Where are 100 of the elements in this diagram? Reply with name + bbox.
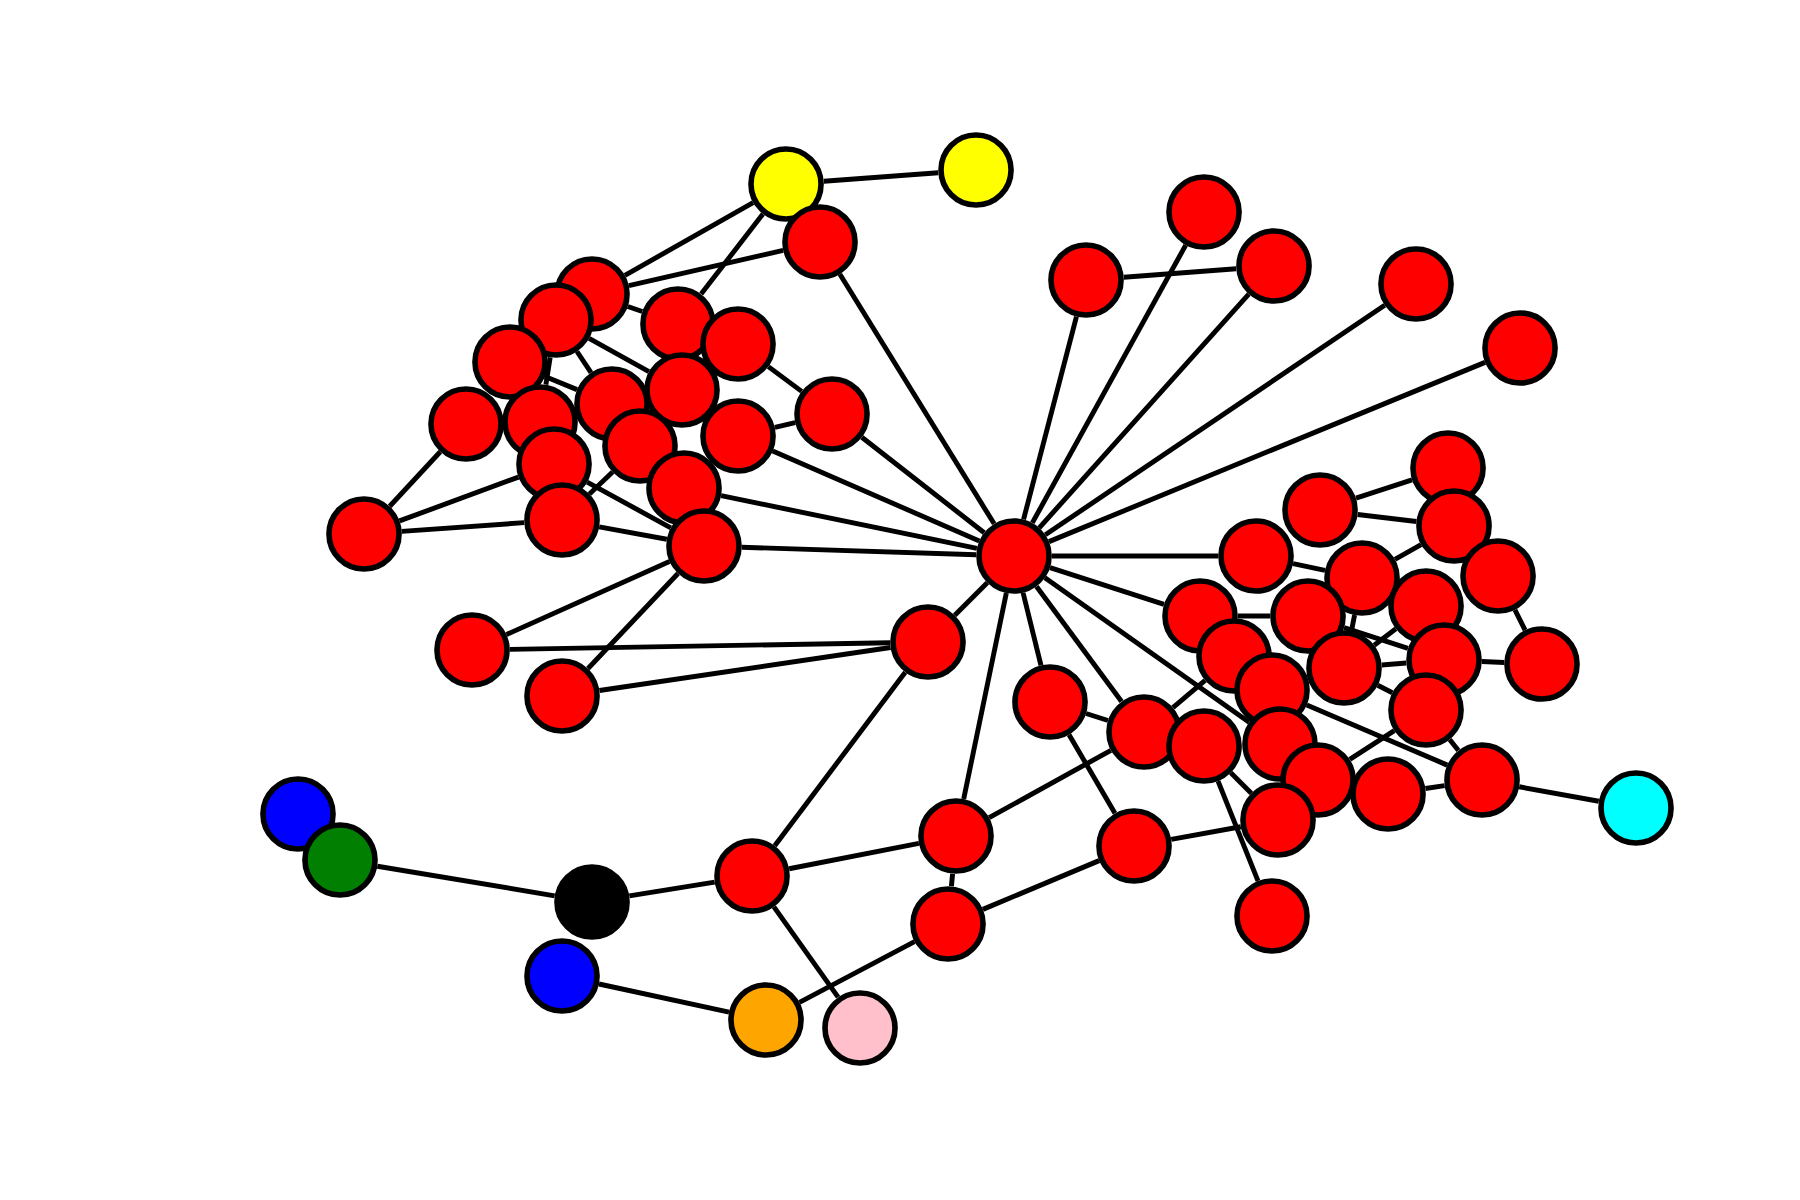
edge-line [1349,614,1357,632]
graph-node [822,990,898,1066]
graph-node [428,386,504,462]
edge-line [1048,360,1486,544]
edge-line [1066,733,1118,815]
edge-line [401,520,525,534]
graph-node [1482,310,1558,386]
graph-node [434,612,510,688]
edge-line [1037,292,1251,530]
edge-line [376,863,556,899]
edge-line [1512,608,1528,632]
graph-node [1240,782,1316,858]
graph-node [524,938,600,1014]
edge-line [1237,613,1271,619]
edge-line [586,480,672,530]
graph-node [700,306,776,382]
edge-line [699,212,765,296]
graph-node [602,408,678,484]
edge-line [598,524,668,542]
edge-line [543,357,553,386]
edge-line [961,592,1009,800]
graph-node [748,146,824,222]
graph-node [700,398,776,474]
edge-line [1348,728,1396,762]
edge-line [1021,316,1079,521]
edge-line [1085,711,1109,723]
graph-node [260,776,336,852]
edge-line [628,248,784,288]
edge-line [1020,592,1044,666]
edge-line [981,858,1101,912]
graph-node [782,204,858,280]
graph-node [554,864,630,940]
edge-line [505,559,671,637]
graph-node [302,822,378,898]
edge-line [509,640,891,652]
edge-line [586,571,680,671]
graph-node [1504,626,1580,702]
graph-node [644,352,720,428]
graph-node [1166,174,1242,250]
edge-line [1355,477,1413,501]
edge-line [987,748,1113,820]
graph-node [1306,630,1382,706]
graph-node [524,482,600,558]
graph-node [1460,538,1536,614]
graph-node [794,376,870,452]
edge-line [1170,824,1242,842]
edge-line [1305,702,1449,768]
graph-node [1378,246,1454,322]
edge-line [1030,243,1188,525]
edge-line [798,939,916,1005]
edge-line [587,470,615,496]
edge-line [387,450,443,508]
graph-node [910,886,986,962]
edge-line [1215,780,1261,882]
edge-line [1123,266,1237,280]
edge-line [623,200,755,278]
edge-line [599,645,891,693]
edge-line [628,879,716,899]
edge-line [771,905,841,999]
edge-line [1481,659,1505,665]
edge-line [587,336,651,374]
graph-node [1388,672,1464,748]
graph-node [918,798,994,874]
edge-line [720,493,978,551]
graph-node [1282,472,1358,548]
edge-line [544,374,578,392]
graph-node [326,496,402,572]
edge-line [1376,683,1394,695]
edge-line [1171,678,1207,710]
edge-line [1229,771,1253,795]
graph-node [1324,540,1400,616]
edge-line [741,544,977,558]
edge-line [1043,575,1251,725]
graph-node [1048,242,1124,318]
graph-node [518,282,594,358]
graph-node [1444,742,1520,818]
graph-node [890,604,966,680]
edge-line [626,304,644,314]
graph-node [1416,488,1492,564]
edge-line [1357,512,1417,524]
graph-node [1218,518,1294,594]
graph-node [1096,808,1172,884]
graph-node [1270,578,1346,654]
graph-node [938,132,1014,208]
edge-line [823,170,939,184]
graph-node [472,324,548,400]
edge-line [772,670,908,848]
graph-node [646,450,722,526]
edge-line [766,364,804,394]
graph-node [1012,664,1088,740]
graph-node [1234,878,1310,954]
edge-line [574,350,594,374]
graph-node [1236,228,1312,304]
edge-line [1381,660,1407,668]
graph-node [524,658,600,734]
edge-line [1043,303,1387,537]
edge-line [860,435,986,535]
graph-node [728,982,804,1058]
edge-line [1518,784,1600,804]
edge-line [1292,561,1326,573]
